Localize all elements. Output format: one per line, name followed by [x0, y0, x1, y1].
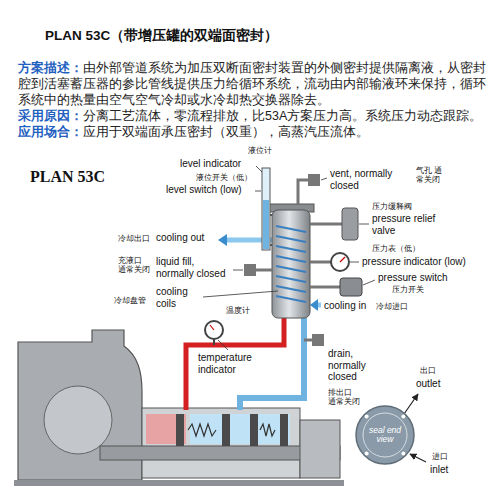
flow-arrow: [310, 299, 318, 311]
part-label: cooling out: [156, 232, 204, 244]
part-label: 压力开关: [392, 285, 424, 294]
drain-valve: [312, 334, 324, 346]
relief-valve: [342, 208, 358, 240]
part-label: level indicator: [180, 158, 241, 170]
part-label: 压力缓释阀: [372, 202, 412, 211]
seal-chamber: [142, 408, 300, 478]
pressure-gauge: [331, 253, 349, 271]
part-label: 充液口 通常关闭: [118, 256, 152, 274]
seal-spring: [188, 424, 216, 436]
cooling-coil: [276, 226, 306, 302]
barrier-zone: [190, 414, 290, 444]
part-label: pressure indicator (low): [362, 256, 466, 268]
seal-face: [222, 414, 230, 446]
accumulator-vessel: [272, 210, 310, 318]
part-label: 进口: [432, 452, 448, 461]
base-plate: [14, 480, 344, 486]
section-text: 应用于双端面承压密封（双重），高蒸汽压流体。: [83, 125, 369, 139]
section-heading: 方案描述：: [18, 61, 83, 75]
part-label: outlet: [416, 378, 440, 390]
bearing-bracket: [300, 420, 340, 478]
section-heading: 采用原因：: [18, 109, 83, 123]
section-text: 由外部管道系统为加压双断面密封装置的外侧密封提供隔离液，从密封腔到活塞蓄压器的参…: [18, 61, 486, 107]
part-label: 液位计: [248, 146, 272, 155]
part-label: pressure relief valve: [372, 213, 452, 236]
part-label: inlet: [430, 464, 448, 476]
part-label: drain, normally closed: [328, 348, 380, 383]
part-label: pressure switch: [378, 272, 447, 284]
temperature-gauge: [205, 321, 223, 339]
inlet-arrow: [410, 454, 426, 462]
paragraph: 采用原因：分离工艺流体，零流程排放，比53A方案压力高。系统压力动态跟踪。: [18, 108, 492, 124]
part-label: 出口: [420, 366, 436, 375]
vent-pipe: [298, 180, 308, 204]
part-label: 温度计: [226, 306, 250, 315]
page-title: PLAN 53C（带增压罐的双端面密封）: [45, 28, 278, 44]
seal-face: [176, 414, 184, 446]
seal-end-view: seal end view: [355, 405, 415, 465]
description-block: 方案描述：由外部管道系统为加压双断面密封装置的外侧密封提供隔离液，从密封腔到活塞…: [18, 60, 492, 140]
node-text: seal end view: [363, 426, 407, 445]
gauge-liquid: [263, 200, 269, 249]
part-label: vent, normally closed: [330, 168, 408, 191]
part-label: cooling in: [324, 300, 366, 312]
barrier-pipe: [240, 318, 304, 410]
part-label: 排出口 通常关闭: [328, 388, 362, 406]
part-label: 冷却盘管: [114, 296, 146, 305]
seal-face: [280, 414, 288, 446]
part-label: cooling coils: [156, 286, 200, 309]
part-label: 压力表（低）: [372, 244, 420, 253]
section-text: 分离工艺流体，零流程排放，比53A方案压力高。系统压力动态跟踪。: [83, 109, 482, 123]
outlet-arrow: [404, 394, 418, 414]
part-label: level switch (low): [166, 184, 242, 196]
vent-valve: [308, 174, 320, 186]
part-label: liquid fill, normally closed: [156, 256, 234, 279]
seal-face: [250, 414, 258, 446]
part-label: 液位开关（低）: [196, 173, 252, 182]
section-heading: 应用场合：: [18, 125, 83, 139]
part-label: 气孔 通常关闭: [416, 166, 450, 184]
flow-arrow: [218, 234, 227, 246]
part-label: 冷却出口: [118, 234, 150, 243]
part-label: 冷却进口: [376, 302, 408, 311]
pump-volute: [44, 386, 112, 454]
paragraph: 应用场合：应用于双端面承压密封（双重），高蒸汽压流体。: [18, 124, 492, 140]
level-gauge: [262, 168, 270, 250]
fill-valve: [244, 264, 256, 276]
part-label: temperature indicator: [198, 352, 268, 375]
pressure-switch: [340, 278, 362, 296]
paragraph: 方案描述：由外部管道系统为加压双断面密封装置的外侧密封提供隔离液，从密封腔到活塞…: [18, 60, 492, 108]
plan-heading: PLAN 53C: [30, 168, 105, 186]
seal-spring: [260, 424, 275, 436]
